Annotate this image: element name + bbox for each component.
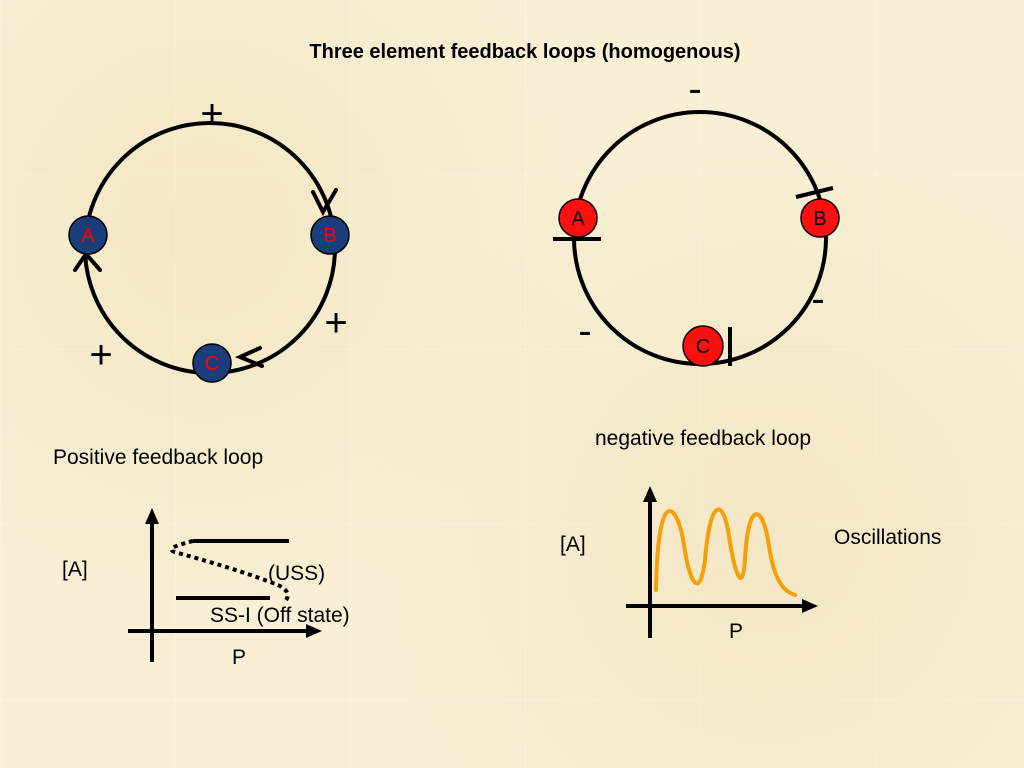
positive-node-a-circle bbox=[68, 215, 108, 255]
negative-node-b-circle bbox=[800, 198, 840, 238]
oscillation-curve bbox=[654, 507, 797, 597]
negative-node-a: A bbox=[558, 198, 598, 238]
negative-sign-ab: - bbox=[688, 67, 701, 111]
positive-sign-ab: + bbox=[200, 92, 223, 136]
negative-loop: A B C - - - negative feedback loop bbox=[553, 67, 840, 450]
page-title: Three element feedback loops (homogenous… bbox=[309, 41, 740, 63]
positive-node-b-label: B bbox=[323, 225, 336, 247]
positive-arrow-bc bbox=[234, 346, 264, 368]
bistable-uss-label: (USS) bbox=[268, 562, 325, 585]
negative-node-c: C bbox=[682, 325, 724, 367]
negative-node-b-label: B bbox=[813, 208, 826, 230]
positive-node-a-label: A bbox=[81, 225, 95, 247]
positive-node-c-circle bbox=[192, 343, 232, 383]
oscillation-x-arrowhead bbox=[802, 599, 818, 613]
oscillation-y-arrowhead bbox=[643, 486, 657, 502]
positive-loop-caption: Positive feedback loop bbox=[53, 446, 263, 469]
negative-node-a-label: A bbox=[571, 208, 585, 230]
negative-loop-caption: negative feedback loop bbox=[595, 427, 811, 450]
negative-node-a-circle bbox=[558, 198, 598, 238]
bistable-offstate-label: SS-I (Off state) bbox=[210, 604, 350, 627]
negative-node-c-label: C bbox=[696, 336, 710, 358]
bistable-x-arrowhead bbox=[306, 624, 322, 638]
negative-sign-ca: - bbox=[578, 309, 591, 353]
negative-sign-bc: - bbox=[811, 277, 824, 321]
positive-node-b: B bbox=[310, 215, 350, 255]
negative-node-b: B bbox=[800, 198, 840, 238]
bistable-y-arrowhead bbox=[145, 508, 159, 524]
oscillations-label: Oscillations bbox=[834, 526, 941, 549]
positive-node-a: A bbox=[68, 215, 108, 255]
oscillation-plot: [A] P Oscillations bbox=[560, 486, 941, 643]
positive-node-c-label: C bbox=[205, 353, 219, 375]
bistable-unstable-branch bbox=[169, 539, 290, 602]
negative-inhibit-ab bbox=[795, 186, 834, 199]
positive-loop: A B C + + + Positive feedback loop bbox=[53, 92, 350, 469]
positive-loop-ring bbox=[83, 121, 337, 375]
oscillation-xlabel: P bbox=[729, 620, 743, 643]
oscillation-ylabel: [A] bbox=[560, 533, 586, 556]
bistable-ylabel: [A] bbox=[62, 558, 88, 581]
bistable-plot: [A] P (USS) SS-I (Off state) bbox=[62, 508, 350, 669]
positive-sign-bc: + bbox=[324, 301, 347, 345]
positive-node-b-circle bbox=[310, 215, 350, 255]
positive-node-c: C bbox=[192, 343, 232, 383]
positive-sign-ca: + bbox=[89, 333, 112, 377]
negative-node-c-circle bbox=[682, 325, 724, 367]
positive-arrow-ab bbox=[311, 188, 338, 217]
bistable-xlabel: P bbox=[232, 646, 246, 669]
